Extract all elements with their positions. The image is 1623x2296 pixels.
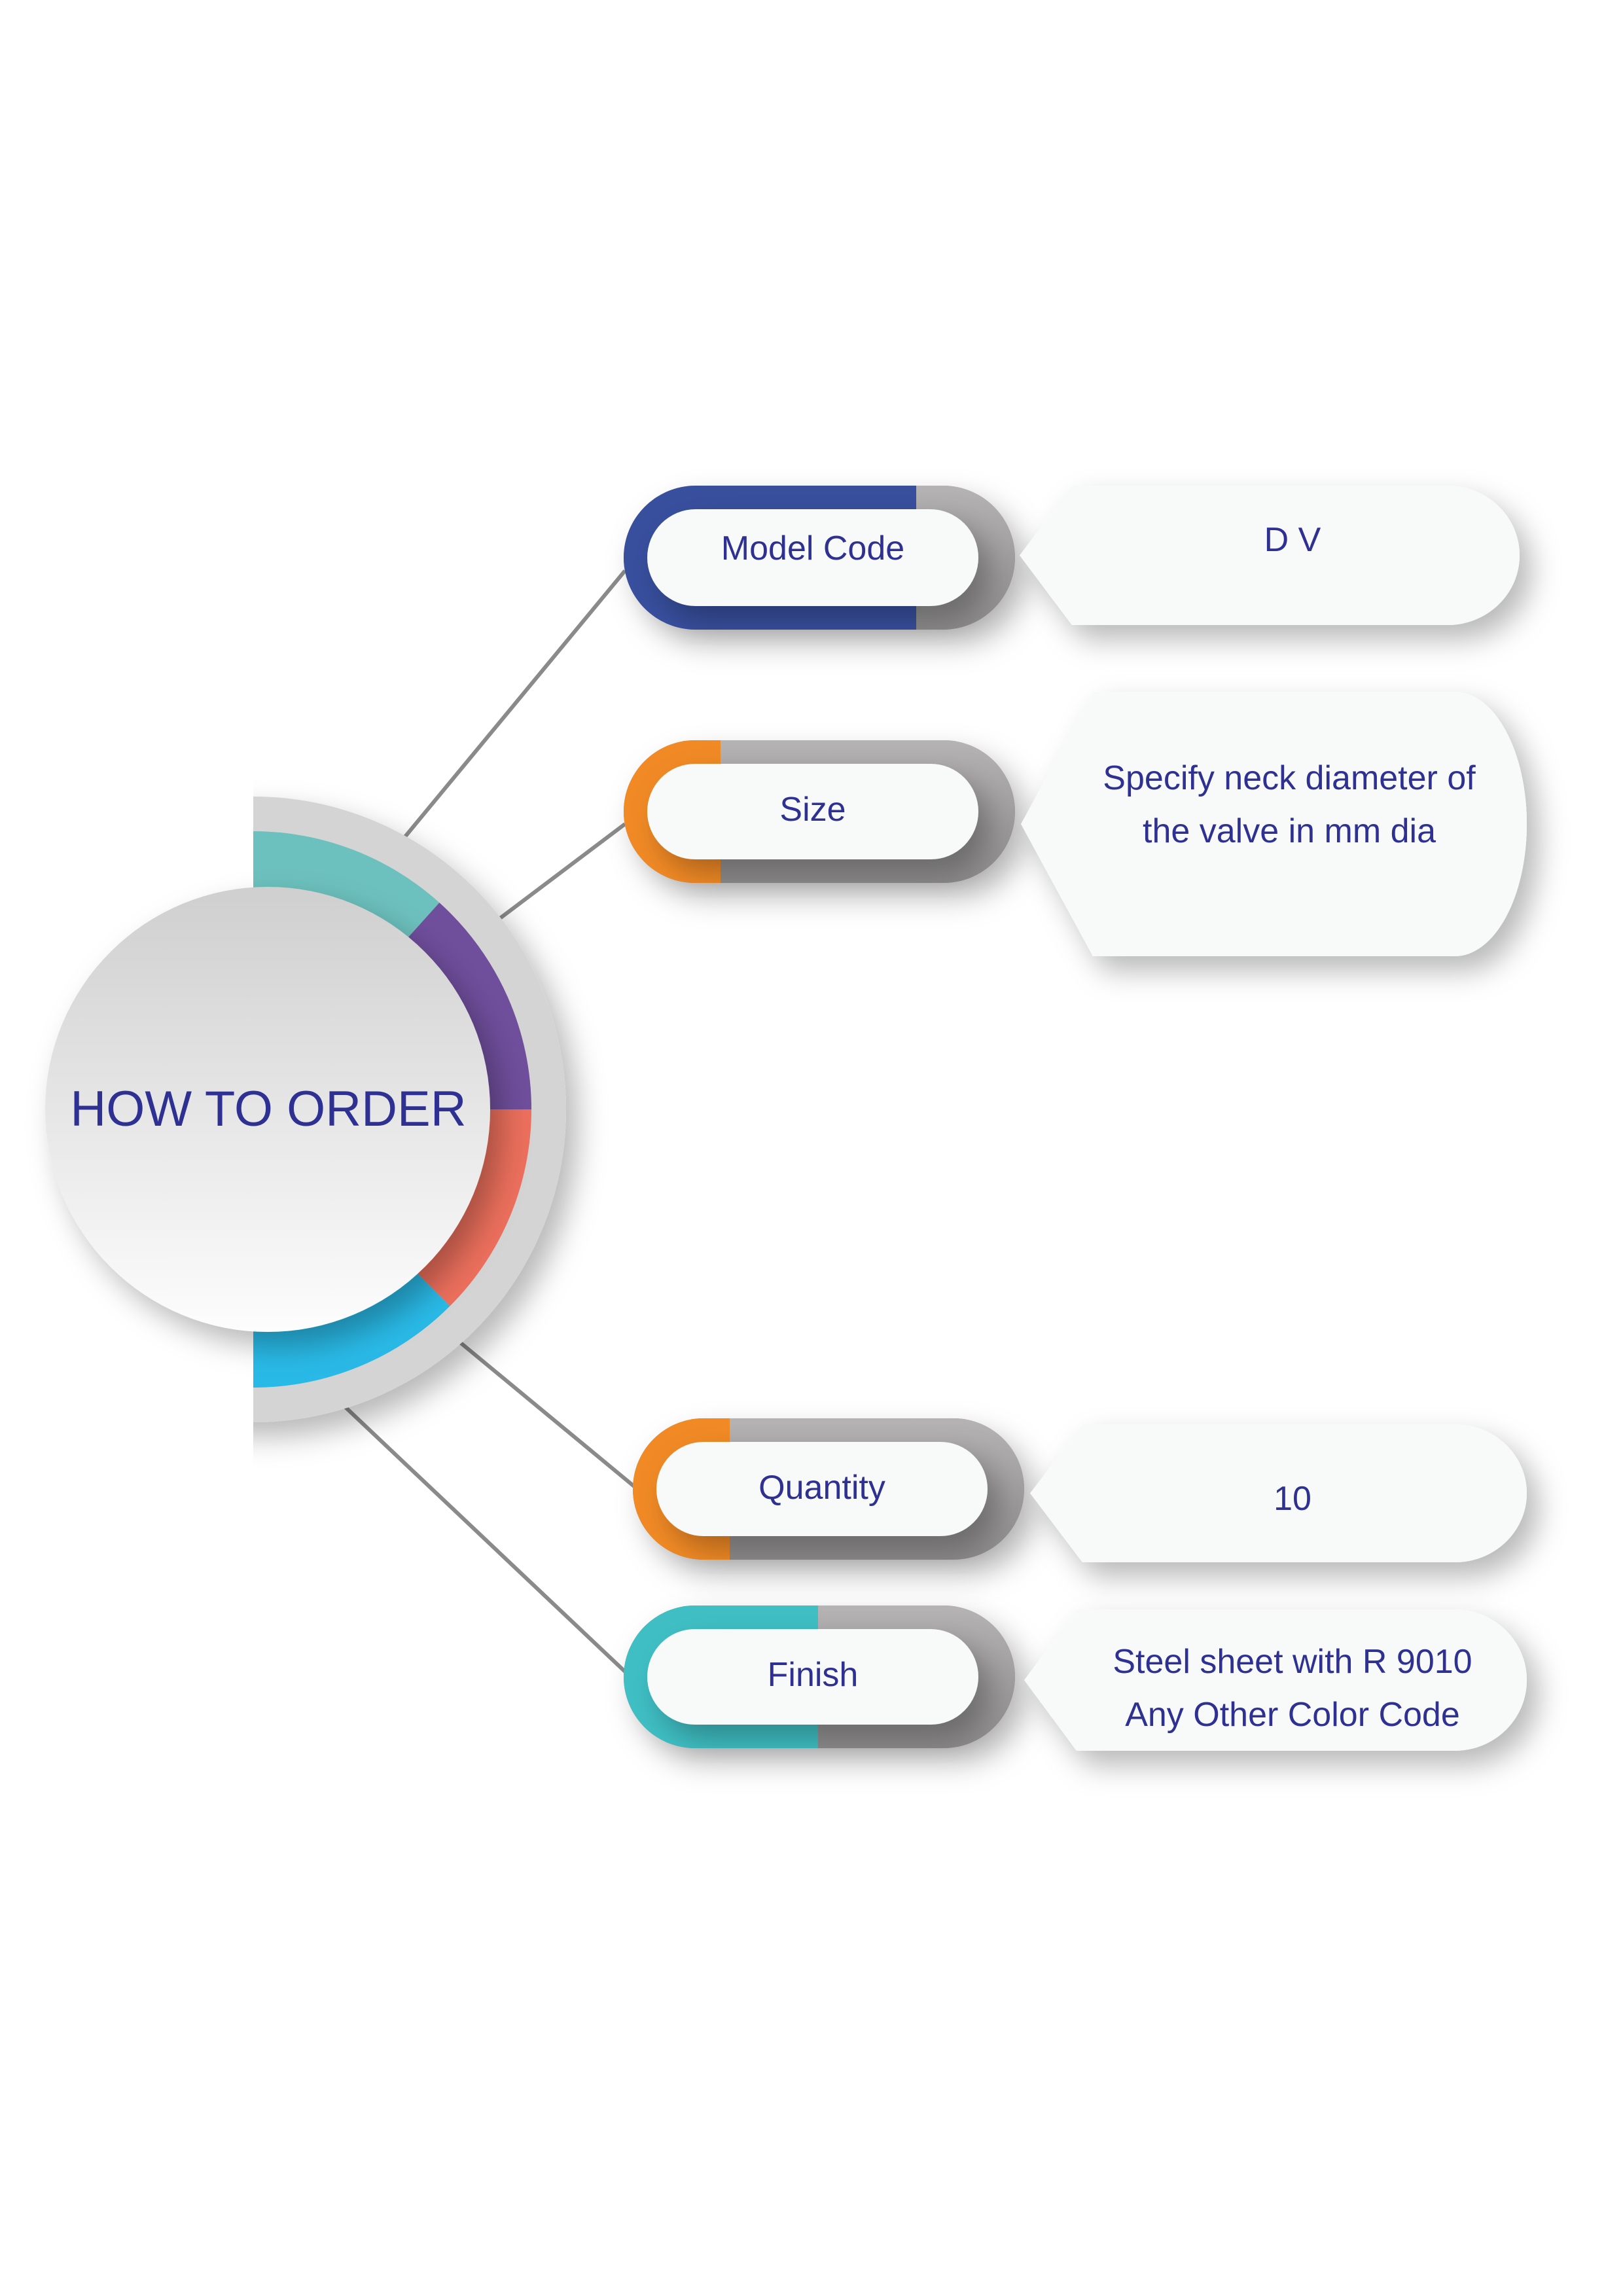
label-quantity: Quantity xyxy=(758,1468,885,1507)
label-size: Size xyxy=(779,790,846,829)
pill-inner xyxy=(656,1442,988,1536)
pill-model-code xyxy=(624,486,1015,630)
value-line: the valve in mm dia xyxy=(1143,812,1436,850)
connector-lines xyxy=(334,569,635,1674)
pill-size xyxy=(624,740,1015,883)
center-title: HOW TO ORDER xyxy=(70,1081,467,1138)
label-model-code: Model Code xyxy=(721,529,905,567)
value-model-code: D V xyxy=(1047,504,1538,576)
center-circle xyxy=(45,887,490,1332)
pill-inner xyxy=(647,764,978,859)
value-line: Specify neck diameter of xyxy=(1103,759,1476,798)
label-finish: Finish xyxy=(767,1655,859,1694)
value-line: D V xyxy=(1264,520,1321,559)
pill-inner xyxy=(647,509,978,606)
value-size: Specify neck diameter of the valve in mm… xyxy=(1060,746,1518,864)
pill-inner xyxy=(647,1629,978,1725)
value-box-quantity xyxy=(1030,1424,1527,1562)
connector-finish xyxy=(334,1396,627,1674)
connector-size xyxy=(499,822,626,920)
value-box-size xyxy=(1021,692,1527,956)
connector-quantity xyxy=(455,1337,635,1488)
connector-model-code xyxy=(398,569,627,844)
value-line: 10 xyxy=(1274,1479,1311,1518)
value-line: Steel sheet with R 9010 xyxy=(1113,1643,1472,1681)
value-finish: Steel sheet with R 9010 Any Other Color … xyxy=(1047,1630,1538,1748)
pill-finish xyxy=(624,1605,1015,1748)
value-quantity: 10 xyxy=(1047,1453,1538,1545)
value-box-model-code xyxy=(1020,486,1520,625)
value-line: Any Other Color Code xyxy=(1125,1696,1460,1734)
value-box-finish xyxy=(1024,1609,1527,1751)
